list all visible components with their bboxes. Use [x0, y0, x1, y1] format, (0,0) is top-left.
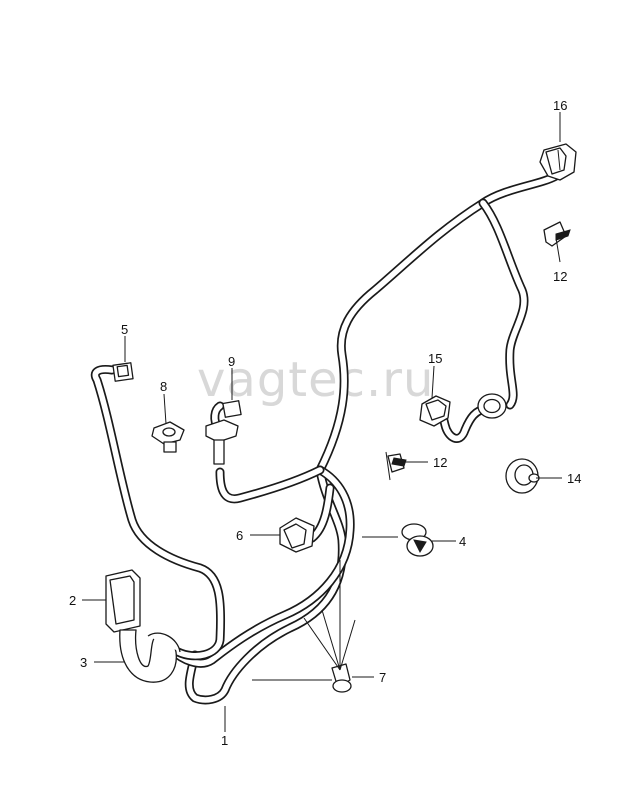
connector-5	[112, 362, 134, 382]
callout-5: 5	[121, 322, 128, 337]
callout-labels: 16 12 5 8 9 15 14 12 4 6 7 1 2 3	[69, 98, 581, 748]
callout-12-upper: 12	[553, 269, 567, 284]
callout-2: 2	[69, 593, 76, 608]
callout-9: 9	[228, 354, 235, 369]
clip-4	[401, 523, 434, 557]
bellows-3	[119, 629, 181, 683]
connector-6	[279, 517, 315, 553]
callout-8: 8	[160, 379, 167, 394]
grommet-upper	[477, 393, 507, 419]
callout-14: 14	[567, 471, 581, 486]
connector-8	[151, 421, 185, 453]
callout-6: 6	[236, 528, 243, 543]
connector-9	[205, 400, 242, 465]
harness-wires	[90, 171, 561, 705]
watermark: vagtec.ru	[197, 352, 434, 408]
callout-4: 4	[459, 534, 466, 549]
callout-1: 1	[221, 733, 228, 748]
callout-12-middle: 12	[433, 455, 447, 470]
connector-15	[419, 395, 451, 427]
grommet-14	[505, 458, 540, 494]
clip-7	[331, 663, 352, 693]
boot-2	[105, 569, 141, 633]
connector-16	[539, 143, 577, 181]
callout-7: 7	[379, 670, 386, 685]
callout-16: 16	[553, 98, 567, 113]
callout-15: 15	[428, 351, 442, 366]
callout-3: 3	[80, 655, 87, 670]
clip-12-middle	[385, 451, 407, 481]
leader-lines	[82, 112, 562, 732]
